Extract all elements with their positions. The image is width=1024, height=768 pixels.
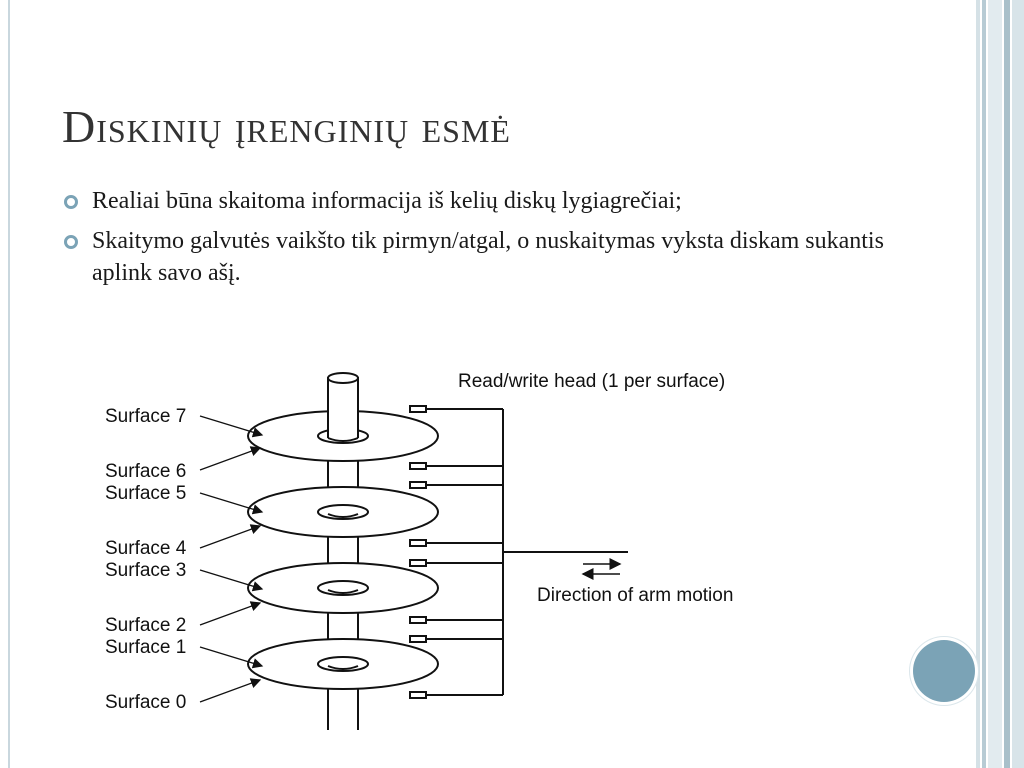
decorative-circle [913, 640, 975, 702]
bullet-list: Realiai būna skaitoma informacija iš kel… [62, 185, 902, 297]
surface-label-0: Surface 0 [105, 692, 186, 713]
bullet-item-2: Skaitymo galvutės vaikšto tik pirmyn/atg… [62, 225, 902, 289]
surface-label-3: Surface 3 [105, 560, 186, 581]
bullet-icon [64, 235, 78, 249]
slide-title: Diskinių įrenginių esmė [62, 101, 511, 152]
read-write-heads [409, 405, 427, 699]
arm-assembly [426, 408, 628, 696]
surface-label-4: Surface 4 [105, 538, 187, 559]
surface-label-2: Surface 2 [105, 615, 186, 636]
bullet-icon [64, 195, 78, 209]
right-decoration-stripes [976, 0, 1024, 768]
surface-label-7: Surface 7 [105, 406, 186, 427]
surface-label-5: Surface 5 [105, 483, 186, 504]
surface-label-1: Surface 1 [105, 637, 186, 658]
bullet-text: Skaitymo galvutės vaikšto tik pirmyn/atg… [92, 228, 884, 286]
left-border [8, 0, 10, 768]
surface-arrows [199, 415, 264, 703]
platter-4 [247, 638, 439, 690]
direction-arrows [581, 558, 622, 580]
bullet-text: Realiai būna skaitoma informacija iš kel… [92, 188, 682, 214]
platter-2 [247, 486, 439, 538]
head-label: Read/write head (1 per surface) [458, 371, 725, 392]
arm-motion-label: Direction of arm motion [537, 585, 733, 606]
surface-label-6: Surface 6 [105, 461, 186, 482]
platter-3 [247, 562, 439, 614]
bullet-item-1: Realiai būna skaitoma informacija iš kel… [62, 185, 902, 217]
